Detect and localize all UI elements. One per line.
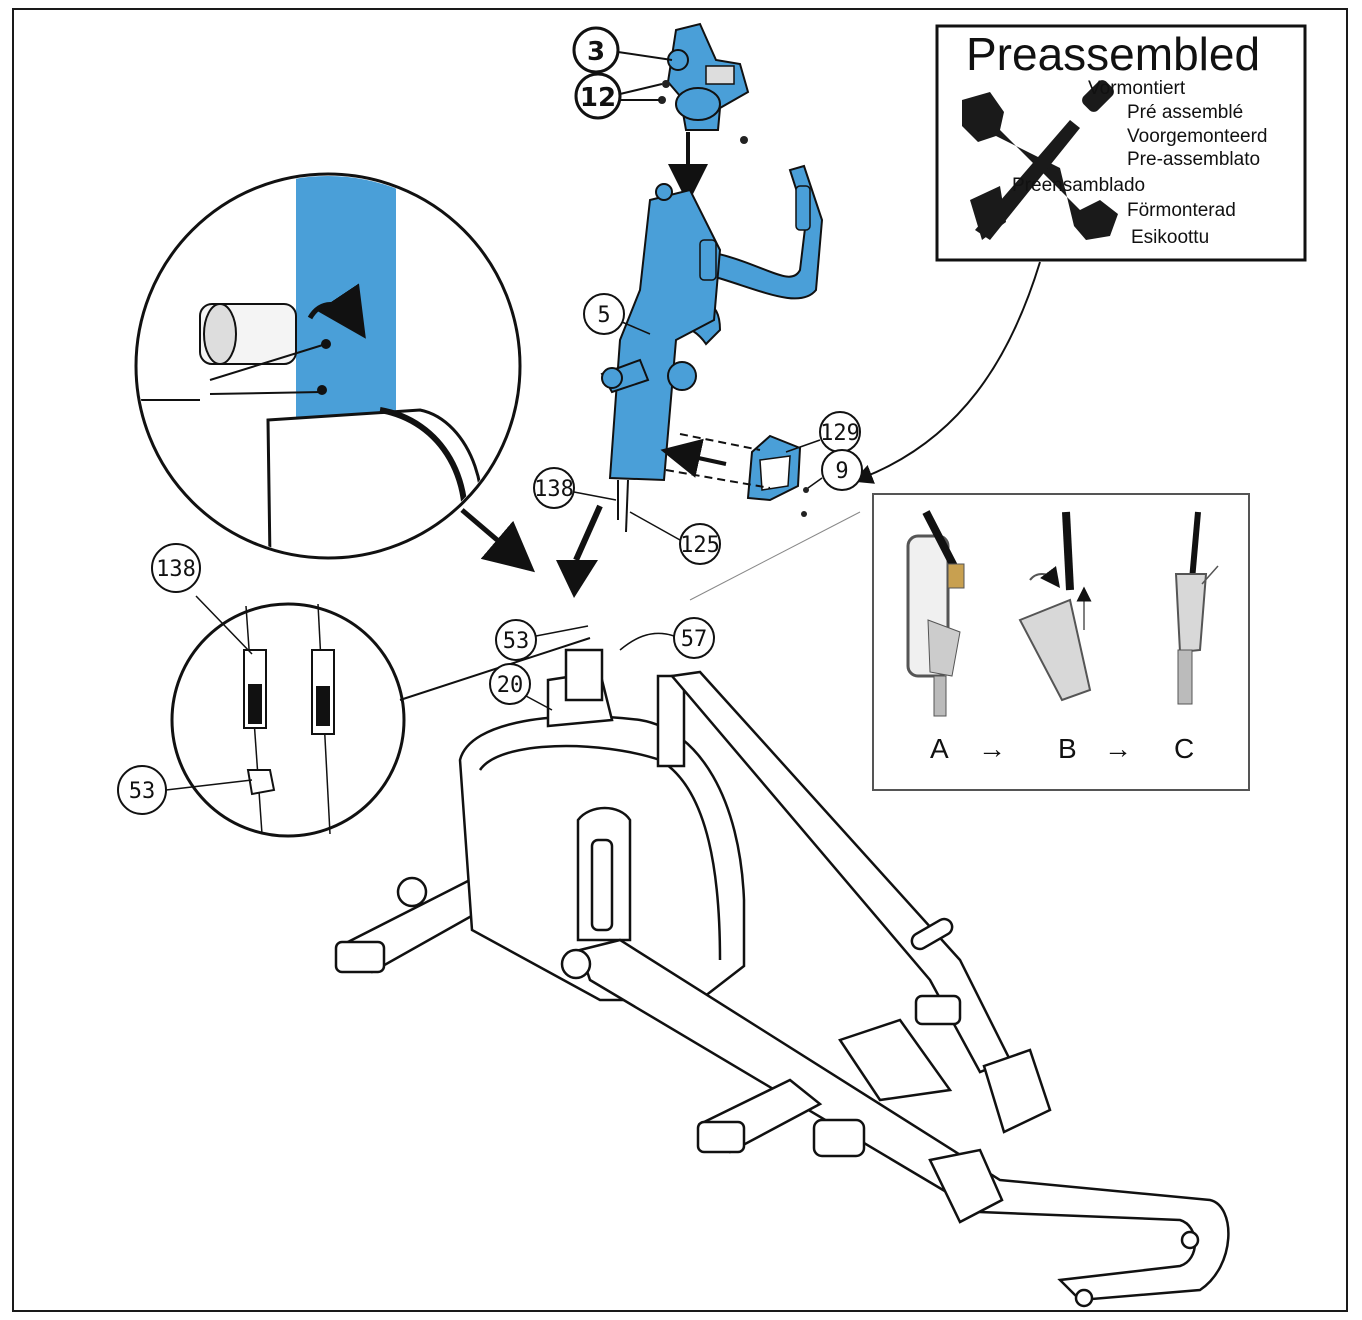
callout-12: 12 — [574, 72, 663, 120]
leader-line — [165, 779, 253, 791]
step-b-label: B — [1058, 733, 1077, 764]
elliptical-base — [334, 648, 1230, 1308]
step-arrow-2: → — [1104, 733, 1132, 764]
lang-nl: Voorgemonteerd — [1127, 126, 1268, 147]
svg-text:20: 20 — [497, 673, 524, 698]
wire — [625, 479, 629, 533]
lang-it: Pre-assemblato — [1127, 149, 1260, 170]
callout-20: 20 — [489, 663, 553, 711]
screw — [658, 96, 666, 104]
upright-post-part — [600, 164, 824, 482]
insert-arrow — [660, 438, 727, 478]
callout-57: 57 — [619, 617, 715, 659]
callout-138-top: 138 — [533, 467, 617, 509]
callout-138-detail: 138 — [151, 543, 201, 593]
svg-text:53: 53 — [503, 629, 530, 654]
svg-text:138: 138 — [156, 557, 196, 582]
screw — [801, 511, 807, 517]
callout-9: 9 — [807, 449, 863, 491]
leader-line — [399, 637, 591, 701]
detail-arrow — [460, 508, 536, 573]
leader-line — [195, 595, 253, 655]
lang-fr: Pré assemblé — [1127, 102, 1243, 123]
preassembled-title: Preassembled — [966, 28, 1260, 80]
svg-text:12: 12 — [580, 83, 616, 113]
svg-text:3: 3 — [587, 37, 605, 67]
callout-125: 125 — [629, 511, 721, 565]
callout-129: 129 — [785, 411, 861, 453]
detail-circle-post — [134, 172, 522, 560]
bottle-holder-part — [746, 434, 802, 502]
svg-text:53: 53 — [129, 779, 156, 804]
callout-53-detail: 53 — [117, 765, 167, 815]
step-c-label: C — [1174, 733, 1194, 764]
svg-text:129: 129 — [820, 421, 860, 446]
guide-line — [679, 433, 761, 451]
console-mount-part — [666, 22, 750, 131]
screw — [740, 136, 748, 144]
lang-fi: Esikoottu — [1131, 227, 1209, 248]
preassembled-box: Preassembled Vormontiert Pré assemblé Vo… — [935, 24, 1307, 262]
callout-5: 5 — [583, 293, 651, 335]
svg-text:5: 5 — [597, 303, 610, 328]
lang-sv: Förmonterad — [1127, 200, 1236, 221]
screw — [803, 487, 809, 493]
lang-de: Vormontiert — [1088, 78, 1186, 99]
svg-text:125: 125 — [680, 533, 720, 558]
preassembled-arrow — [852, 261, 1041, 484]
inset-leader — [689, 511, 861, 601]
callout-53-main: 53 — [495, 619, 589, 661]
step-a-label: A — [930, 733, 949, 764]
svg-text:9: 9 — [835, 459, 848, 484]
down-arrow-main — [573, 504, 603, 562]
detail-circle-connectors — [170, 602, 406, 838]
down-arrow-head — [556, 560, 598, 598]
svg-text:57: 57 — [681, 627, 708, 652]
diagram-frame — [12, 8, 1348, 1312]
cable-clip-inset: A → B → C — [689, 493, 1250, 791]
tools-icon — [962, 80, 1118, 240]
callout-3: 3 — [572, 26, 673, 74]
step-arrow-1: → — [978, 733, 1006, 764]
screw — [662, 80, 670, 88]
lang-es: Preensamblado — [1012, 175, 1145, 196]
svg-text:138: 138 — [534, 477, 574, 502]
